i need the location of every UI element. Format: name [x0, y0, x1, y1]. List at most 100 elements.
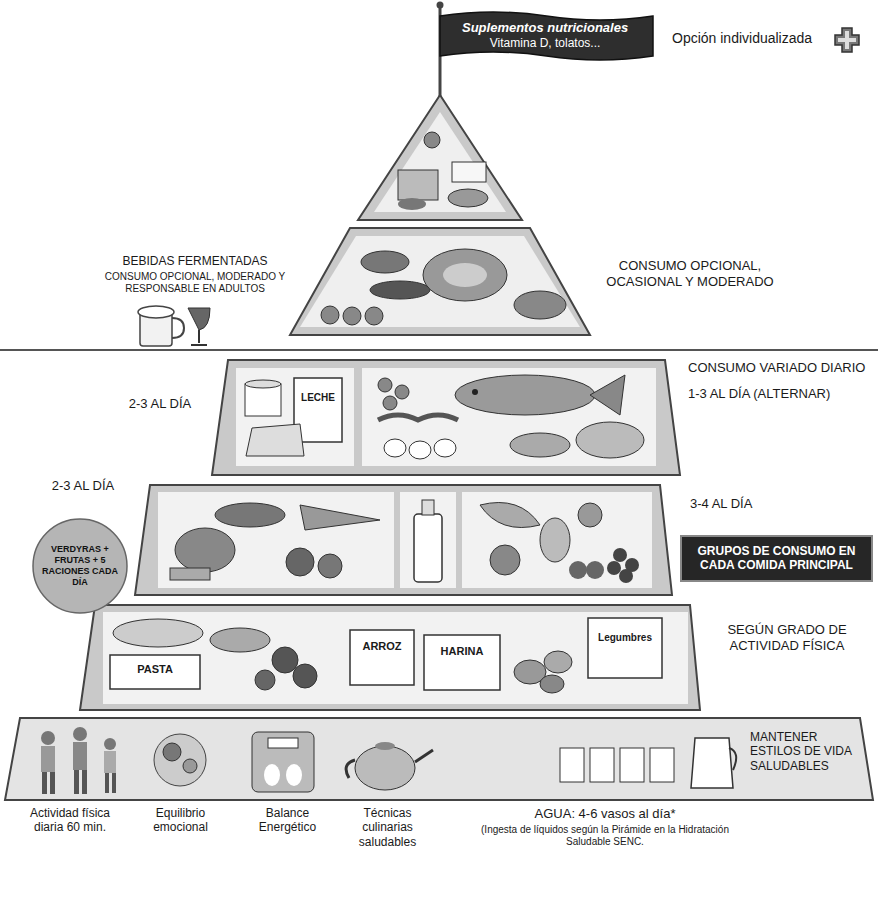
option-label: Opción individualizada	[672, 30, 834, 47]
lifestyle-tier	[286, 764, 302, 786]
protein-tier	[455, 375, 595, 415]
protein-tier	[472, 389, 478, 395]
lifestyle-tier	[105, 773, 109, 793]
lifestyle-tier	[41, 746, 55, 772]
produce-tier	[586, 561, 604, 579]
cereal-tier	[255, 670, 275, 690]
cross-icon	[835, 28, 859, 52]
lifestyle-tier	[355, 746, 415, 790]
produce-tier	[540, 518, 570, 562]
serving-label: 3-4 AL DÍA	[690, 496, 810, 512]
lifestyle-tier	[50, 772, 55, 794]
consumption-note: CONSUMO OPCIONAL, OCASIONAL Y MODERADO	[595, 258, 785, 289]
protein-tier	[212, 360, 680, 475]
meat-tier	[290, 228, 590, 335]
serving-label: 2-3 AL DÍA	[28, 478, 138, 494]
produce-tier	[422, 500, 434, 515]
lifestyle-tier	[112, 773, 116, 793]
node-heading: GRUPOS DE CONSUMO EN CADA COMIDA PRINCIP…	[690, 544, 863, 573]
lifestyle-tier	[650, 748, 674, 782]
protein-tier	[434, 439, 456, 457]
sweets-tier	[398, 198, 426, 210]
produce-tier	[175, 528, 235, 572]
drinks-icon	[172, 318, 184, 338]
produce-tier	[613, 548, 627, 562]
protein-tier	[510, 433, 570, 457]
lifestyle-tier	[42, 772, 47, 794]
group-heading: BEBIDAS FERMENTADAS	[100, 254, 290, 268]
produce-tier	[569, 561, 587, 579]
cereal-tier	[110, 655, 200, 689]
lifestyle-tier	[183, 759, 197, 773]
produce-tier	[462, 492, 652, 588]
lifestyle-tier	[5, 718, 873, 800]
lifestyle-tier	[5, 718, 873, 800]
sweets-tier	[398, 170, 438, 200]
lifestyle-tier	[590, 748, 614, 782]
cross-icon	[838, 31, 856, 49]
cereal-tier	[540, 675, 564, 693]
lifestyle-tier	[264, 764, 280, 786]
drinks-icon	[198, 330, 200, 343]
note-circle: VERDYRAS + FRUTAS + 5 RACIONES CADA DÍA	[32, 518, 128, 614]
lifestyle-tier	[620, 748, 644, 782]
serving-label: 1-3 AL DÍA (ALTERNAR)	[688, 386, 874, 402]
meat-tier	[370, 281, 430, 299]
cereal-tier	[588, 618, 662, 678]
meat-tier	[300, 236, 580, 327]
protein-tier	[245, 384, 281, 416]
lifestyle-tier	[346, 760, 355, 778]
node-heading: VERDYRAS + FRUTAS + 5 RACIONES CADA DÍA	[42, 544, 118, 587]
produce-tier	[135, 485, 672, 595]
cereal-tier	[113, 619, 203, 647]
serving-label: 2-3 AL DÍA	[110, 396, 210, 412]
lifestyle-tier	[268, 738, 298, 748]
produce-tier	[414, 514, 442, 582]
consumption-note: CONSUMO OPCIONAL, MODERADO Y RESPONSABLE…	[100, 271, 290, 295]
cereal-tier	[103, 612, 688, 704]
lifestyle-label: Balance Energético	[240, 806, 335, 835]
cereal-tier	[210, 628, 270, 652]
protein-tier	[590, 375, 625, 415]
cereal-tier	[80, 605, 700, 710]
lifestyle-tier	[252, 732, 314, 792]
meat-tier	[365, 307, 383, 325]
lifestyle-tier	[104, 751, 116, 773]
meat-tier	[321, 306, 339, 324]
protein-tier	[409, 441, 431, 459]
node-heading: Suplementos nutricionales	[462, 20, 628, 36]
sweets-tier	[358, 95, 522, 220]
lifestyle-tier	[41, 731, 55, 745]
box-shape	[681, 536, 872, 581]
sweets-tier	[374, 112, 506, 212]
meat-tier	[361, 251, 409, 273]
produce-tier	[158, 492, 394, 588]
produce-tier	[135, 485, 672, 595]
supplement-flag: Suplementos nutricionalesVitamina D, tol…	[440, 12, 652, 60]
divider-line	[0, 349, 878, 351]
lifestyle-tier	[415, 750, 433, 762]
drinks-icon	[138, 306, 210, 346]
cereal-tier	[544, 651, 572, 673]
produce-tier	[619, 569, 633, 583]
cross-icon	[835, 28, 859, 52]
meat-tier	[343, 307, 361, 325]
sweets-tier	[424, 132, 440, 148]
cereal-tier	[80, 605, 700, 710]
protein-tier	[246, 424, 304, 456]
cereal-tier	[272, 647, 298, 673]
lifestyle-label: Equilibrio emocional	[133, 806, 228, 835]
lifestyle-tier	[104, 738, 116, 750]
produce-tier	[400, 492, 456, 588]
drinks-icon	[138, 306, 174, 318]
protein-tier	[378, 415, 458, 420]
consumption-note: CONSUMO VARIADO DIARIO	[688, 360, 874, 376]
package-label: PASTA	[112, 663, 198, 676]
lifestyle-tier	[74, 770, 79, 794]
sweets-tier	[448, 189, 488, 207]
sweets-tier	[358, 95, 522, 220]
protein-tier	[212, 360, 680, 475]
lifestyle-tier	[163, 743, 181, 761]
lifestyle-label: Técnicas culinarias saludables	[340, 806, 435, 849]
produce-tier	[480, 503, 540, 528]
